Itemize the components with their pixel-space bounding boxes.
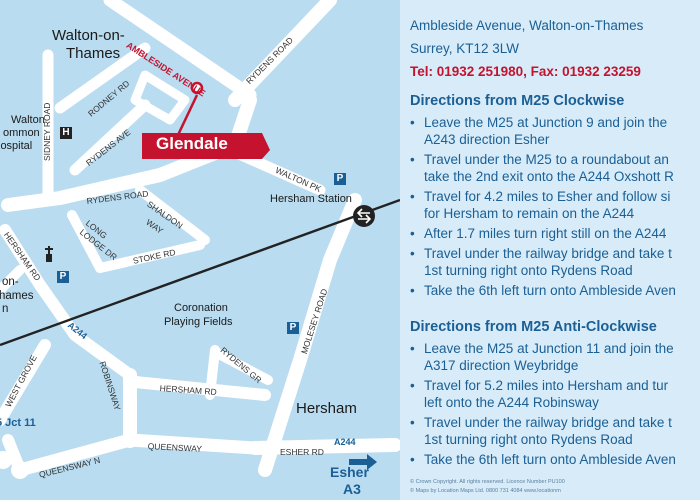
clockwise-steps: Leave the M25 at Junction 9 and join the… <box>410 114 700 299</box>
hospital-icon: H <box>60 127 72 139</box>
station-icon <box>353 205 375 227</box>
road-rydens-road-top <box>228 0 337 107</box>
place-label: Coronation <box>174 302 228 314</box>
road-hersham-rd <box>129 376 271 401</box>
road-ambleside-avenue <box>103 0 257 102</box>
place-label: n <box>2 303 9 315</box>
telephone-fax: Tel: 01932 251980, Fax: 01932 23259 <box>410 64 641 79</box>
step-continuation: take the 2nd exit onto the A244 Oxshott … <box>424 169 674 184</box>
road-rodney-road <box>54 42 151 114</box>
glendale-marker[interactable] <box>142 81 270 159</box>
parking-icon: P <box>57 271 69 283</box>
address-line-1: Ambleside Avenue, Walton-on-Thames <box>410 18 644 33</box>
road-esher-rd <box>248 438 400 455</box>
step: Travel for 5.2 miles into Hersham and tu… <box>410 377 700 394</box>
step-continuation: left onto the A244 Robinsway <box>424 395 599 410</box>
road-molesey-road <box>258 193 362 477</box>
step: Travel for 4.2 miles to Esher and follow… <box>410 188 700 205</box>
road-rydens-gr-2 <box>210 347 273 385</box>
copyright-line-2: © Maps by Location Maps Ltd. 0800 731 40… <box>410 488 561 494</box>
place-label: lospital <box>0 140 33 152</box>
step-continuation: 1st turning right onto Rydens Road <box>424 432 633 447</box>
road-label: A244 <box>334 437 356 447</box>
road-west-grove <box>0 339 51 426</box>
step: Travel under the M25 to a roundabout an <box>410 151 700 168</box>
arrow-right-icon <box>349 454 377 470</box>
place-label: ommon <box>3 127 40 139</box>
address-line-2: Surrey, KT12 3LW <box>410 41 520 56</box>
step-continuation: for Hersham to remain on the A244 <box>424 206 635 221</box>
esher-sign: Esher A3 <box>324 452 382 498</box>
esher-road-label: A3 <box>343 481 361 497</box>
anticlockwise-steps: Leave the M25 at Junction 11 and join th… <box>410 340 700 468</box>
esher-label: Esher <box>330 464 369 480</box>
step-continuation: 1st turning right onto Rydens Road <box>424 263 633 278</box>
copyright-line-1: © Crown Copyright. All rights reserved. … <box>410 479 565 485</box>
step: Leave the M25 at Junction 11 and join th… <box>410 340 700 357</box>
road-rydens-road-mid <box>1 93 257 212</box>
place-label: hames <box>0 290 34 302</box>
step: After 1.7 miles turn right still on the … <box>410 225 700 242</box>
step: Take the 6th left turn onto Ambleside Av… <box>410 282 700 299</box>
directions-panel: Ambleside Avenue, Walton-on-Thames Surre… <box>400 0 700 500</box>
parking-icon: P <box>287 322 299 334</box>
roundabout <box>122 432 138 448</box>
road-long-lodge-dr <box>67 210 105 273</box>
roundabout <box>11 461 29 479</box>
place-label: Playing Fields <box>164 316 233 328</box>
road-rydens-ave <box>69 99 151 176</box>
place-label: Walton-on- <box>52 27 125 44</box>
step: Leave the M25 at Junction 9 and join the <box>410 114 700 131</box>
location-map[interactable]: P P P H Walton-on- Thames Walton ommon l… <box>0 0 400 500</box>
parking-icon: P <box>334 173 346 185</box>
road-hersham-rd-left <box>0 224 136 381</box>
junction-label: 5 Jct 11 <box>0 417 36 429</box>
church-icon <box>45 246 53 262</box>
place-label: Walton <box>11 114 45 126</box>
step-continuation: A243 direction Esher <box>424 132 550 147</box>
step-continuation: A317 direction Weybridge <box>424 358 579 373</box>
road-shaldon-way <box>135 185 210 245</box>
road-label: SIDNEY ROAD <box>42 102 52 161</box>
place-label: on- <box>2 276 19 288</box>
road-rydens-gr <box>205 345 220 400</box>
road-stoke-rd <box>95 240 205 273</box>
anticlockwise-heading: Directions from M25 Anti-Clockwise <box>410 319 657 335</box>
place-label: Hersham <box>296 400 357 417</box>
clockwise-heading: Directions from M25 Clockwise <box>410 93 625 109</box>
step: Travel under the railway bridge and take… <box>410 414 700 431</box>
road-ambleside-loop <box>130 70 190 125</box>
railway-line <box>0 198 400 347</box>
step: Travel under the railway bridge and take… <box>410 245 700 262</box>
glendale-label[interactable]: Glendale <box>156 134 228 153</box>
place-label: Hersham Station <box>270 193 352 205</box>
step: Take the 6th left turn onto Ambleside Av… <box>410 451 700 468</box>
roundabout <box>0 451 12 469</box>
road-label: ESHER RD <box>280 447 324 457</box>
map-canvas <box>0 0 400 479</box>
place-label: Thames <box>66 45 121 62</box>
road-left-edge <box>0 265 25 295</box>
